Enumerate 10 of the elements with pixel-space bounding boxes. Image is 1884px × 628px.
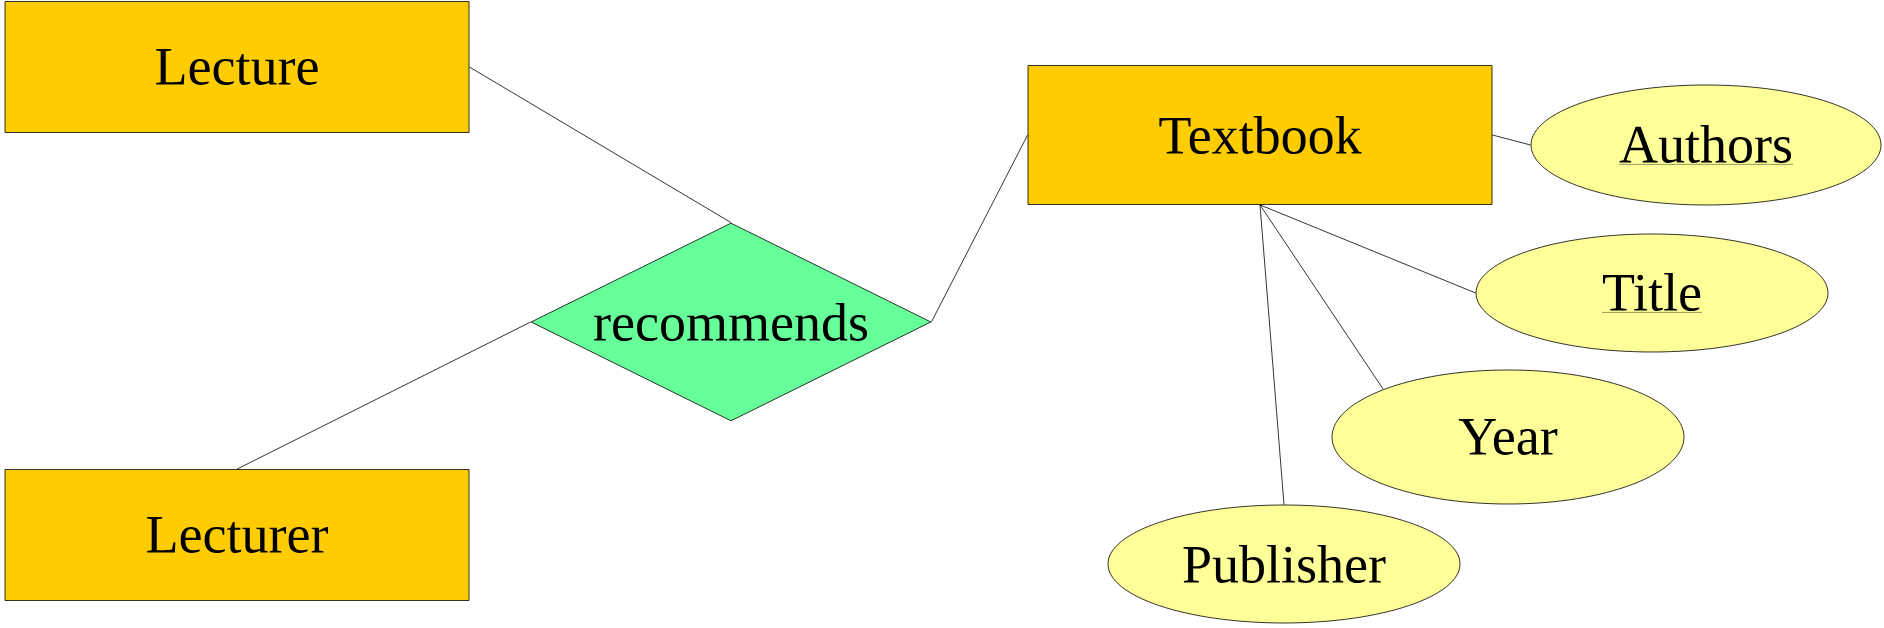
connector-line	[469, 66, 732, 223]
connector-line	[1259, 204, 1476, 294]
connector-line	[1492, 134, 1531, 146]
entity-box: Lecture	[4, 1, 470, 133]
connector-line	[236, 321, 531, 470]
connector-line	[931, 134, 1028, 323]
connector-line	[1259, 204, 1384, 390]
connector-line	[1259, 204, 1285, 505]
entity-box: Lecturer	[4, 469, 470, 601]
entity-box: Textbook	[1027, 65, 1493, 205]
